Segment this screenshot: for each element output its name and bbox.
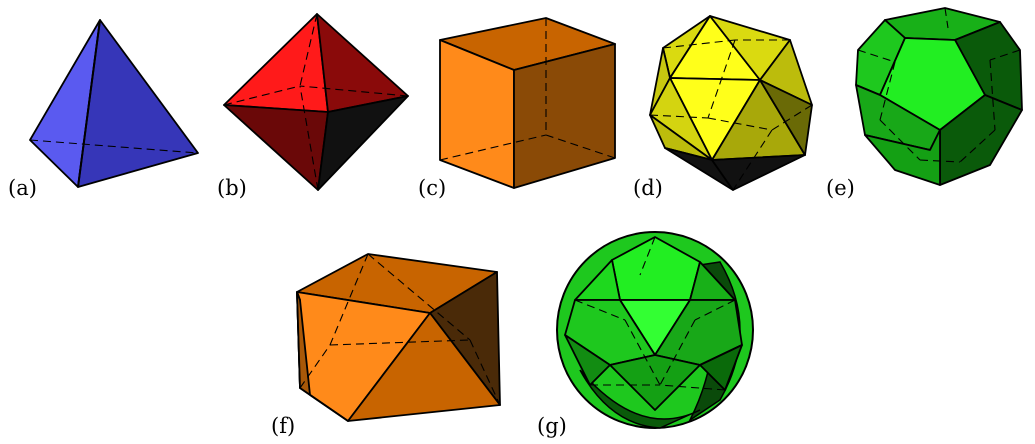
- solid-e-hidden-edge: [989, 49, 1021, 61]
- caption-e: (e): [826, 176, 855, 200]
- solid-b-face-top-front: [223, 13, 329, 113]
- solid-a-edge: [77, 19, 101, 188]
- solid-f-face: [347, 312, 501, 422]
- solid-f-hidden-edge: [329, 253, 369, 346]
- solid-d-face: [759, 79, 813, 156]
- solid-d-hidden-edge: [707, 117, 773, 131]
- solid-d-hidden-edge: [771, 104, 813, 131]
- solid-f-hidden-edge: [299, 344, 331, 389]
- caption-c: (c): [418, 176, 447, 200]
- solid-b-hidden-edge: [299, 85, 319, 191]
- solid-g-hidden-edge: [639, 236, 656, 276]
- solid-e-hidden-edge: [989, 59, 996, 131]
- caption-b: (b): [217, 176, 247, 200]
- solid-d-icosahedron: [649, 15, 813, 191]
- solid-d-hidden-edge: [649, 114, 709, 119]
- solid-c-hidden-edge: [439, 134, 547, 161]
- solid-a-tetrahedron: [29, 19, 199, 188]
- solid-f-face: [296, 291, 349, 422]
- solid-b-face-bottom-right: [317, 95, 409, 191]
- solid-d-hidden-edge: [707, 39, 736, 119]
- solid-e-hidden-edge: [944, 7, 949, 29]
- solid-e-face: [864, 129, 941, 186]
- caption-g: (g): [537, 414, 567, 438]
- solid-g-face: [564, 334, 611, 386]
- caption-a: (a): [8, 176, 37, 200]
- solid-d-face: [711, 154, 806, 191]
- solid-g-hidden-edge: [694, 299, 736, 321]
- solid-e-hidden-edge: [879, 119, 921, 161]
- solid-e-hidden-edge: [919, 159, 961, 163]
- solid-e-dodecahedron: [855, 7, 1023, 186]
- solid-f-hidden-edge: [329, 339, 471, 346]
- solid-g-polyhedron: [556, 231, 754, 429]
- solid-g-hidden-edge: [574, 299, 626, 321]
- solid-d-hidden-edge: [732, 129, 773, 191]
- solid-b-octahedron: [223, 13, 409, 191]
- caption-f: (f): [271, 414, 296, 438]
- solid-f-hidden-edge: [469, 339, 501, 406]
- caption-d: (d): [633, 176, 663, 200]
- solid-e-hidden-edge: [879, 61, 896, 121]
- solid-g-face: [699, 344, 743, 391]
- solid-g-shadow: [579, 369, 701, 429]
- solid-c-face-right: [513, 43, 616, 189]
- solid-e-hidden-edge: [959, 129, 996, 163]
- solid-c-cube: [439, 17, 616, 189]
- solid-e-hidden-edge: [857, 49, 896, 63]
- solid-f-hidden-edge: [367, 253, 471, 341]
- solid-f-polyhedron: [296, 253, 501, 422]
- solid-g-hidden-edge: [659, 384, 726, 391]
- solid-b-hidden-edge: [223, 85, 301, 106]
- solid-a-hidden-edge: [29, 139, 199, 154]
- solid-b-face-top-right: [316, 13, 409, 113]
- solid-b-hidden-edge: [299, 85, 409, 97]
